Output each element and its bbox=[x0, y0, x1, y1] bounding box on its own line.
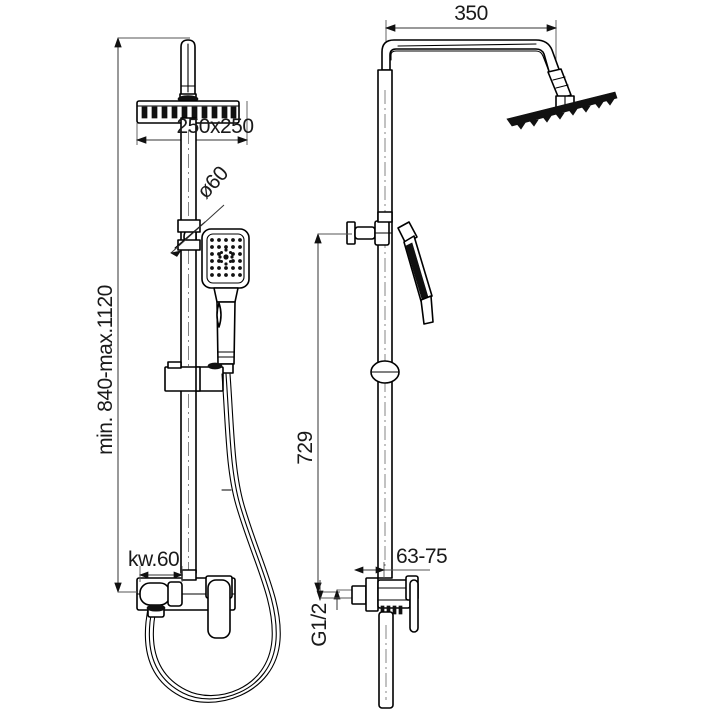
upper-riser-pipe bbox=[177, 39, 199, 103]
side-view: 350 bbox=[294, 2, 618, 709]
arm-projection-label: 350 bbox=[454, 2, 488, 25]
hand-shower-spray-dots bbox=[210, 238, 242, 277]
riser-height-label: min. 840-max.1120 bbox=[94, 285, 117, 455]
side-mixer-body bbox=[351, 575, 419, 709]
column-height-label: 729 bbox=[294, 431, 317, 465]
side-mixer-knurl bbox=[380, 605, 403, 615]
inlet-spacing-label: 63-75 bbox=[396, 545, 447, 568]
side-slider-collar bbox=[370, 360, 400, 384]
rail-slider-bracket bbox=[164, 361, 224, 392]
side-riser-column bbox=[377, 69, 393, 579]
hand-shower bbox=[201, 228, 250, 374]
dim-arm-projection: 350 bbox=[384, 2, 558, 62]
side-head-connector bbox=[547, 68, 575, 109]
side-overhead-head bbox=[506, 91, 618, 130]
dim-column-height: 729 bbox=[294, 232, 352, 594]
dim-mixer-width: kw.60 bbox=[128, 548, 183, 582]
mixer-width-label: kw.60 bbox=[128, 548, 179, 571]
head-size-label: 250x250 bbox=[176, 115, 253, 138]
front-view: ø60 bbox=[94, 36, 281, 703]
shower-arm bbox=[381, 39, 561, 76]
shower-hose bbox=[144, 373, 281, 703]
dim-thread-size: G1/2 bbox=[308, 580, 352, 647]
side-hand-shower bbox=[397, 221, 434, 325]
holder-diameter-label: ø60 bbox=[193, 162, 233, 203]
dim-inlet-spacing: 63-75 bbox=[354, 545, 448, 578]
hand-shower-holder bbox=[174, 219, 206, 251]
shower-head-nozzles bbox=[141, 106, 237, 119]
side-head-nozzles bbox=[516, 98, 615, 130]
thread-size-label: G1/2 bbox=[308, 603, 331, 647]
side-wall-bracket bbox=[346, 211, 393, 246]
mixer-valve-body bbox=[118, 569, 236, 639]
